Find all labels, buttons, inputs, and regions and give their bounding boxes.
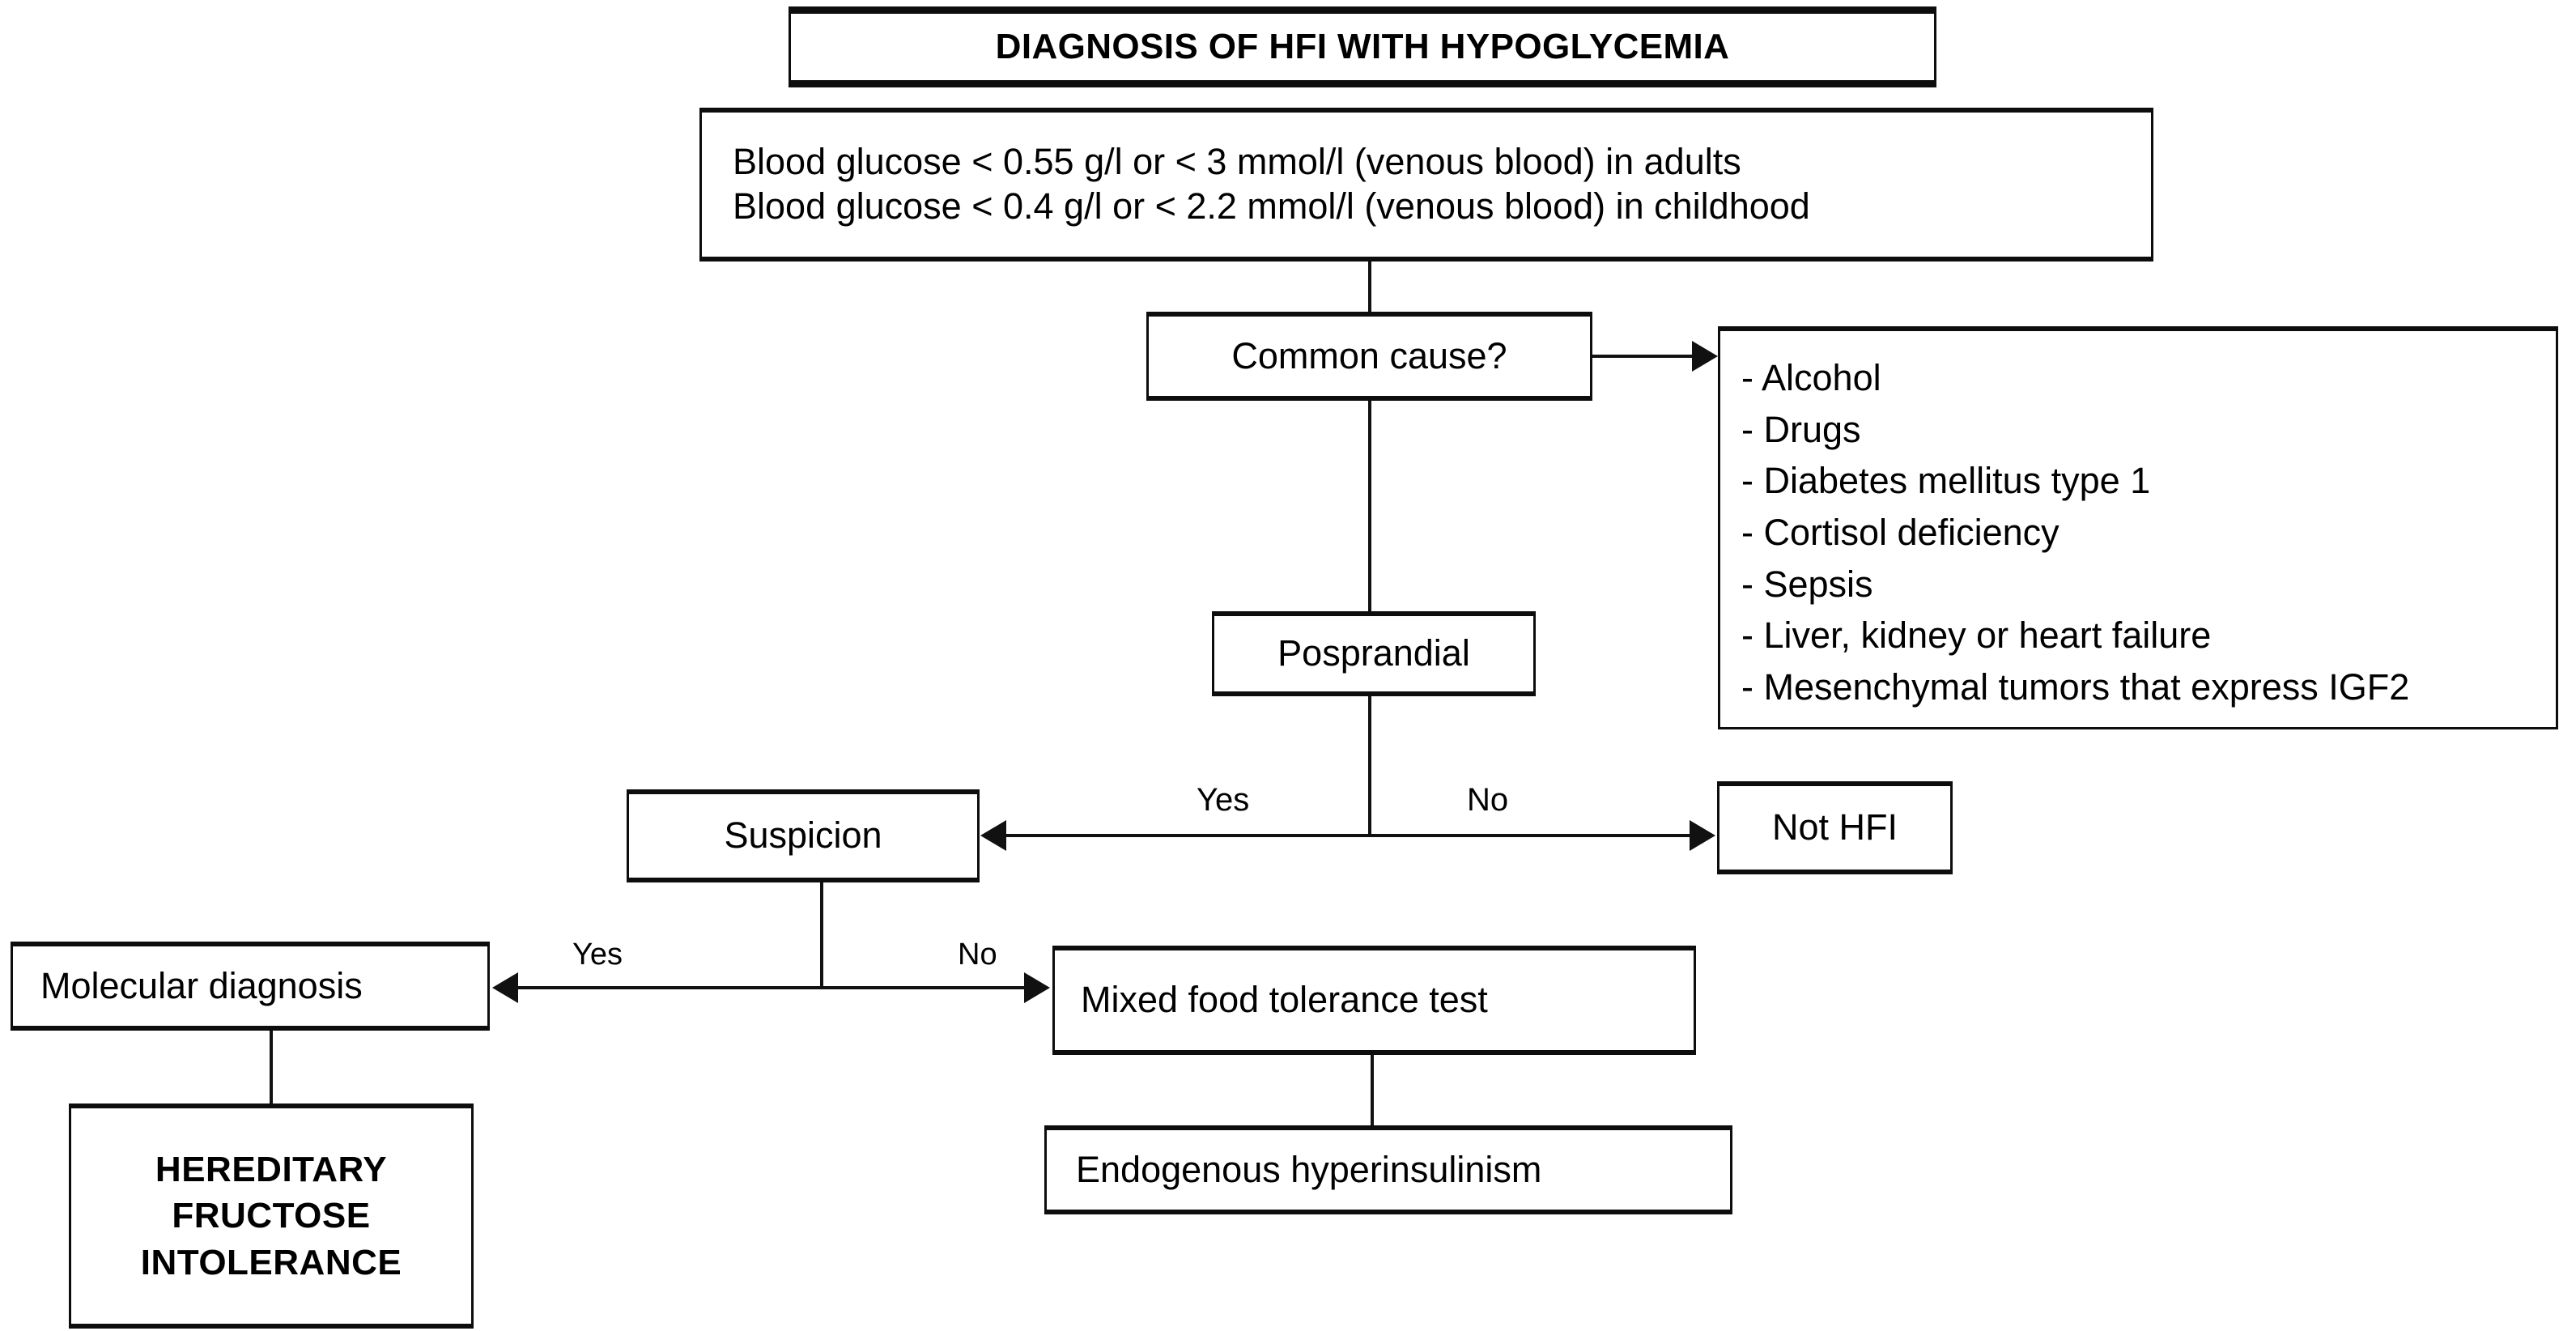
final-diagnosis-box: HEREDITARY FRUCTOSE INTOLERANCE	[69, 1103, 474, 1329]
edge-label-suspicion-yes: Yes	[572, 938, 623, 972]
mixed-food-test-label: Mixed food tolerance test	[1081, 979, 1488, 1021]
list-item: - Alcohol	[1741, 357, 1881, 398]
molecular-diagnosis-box: Molecular diagnosis	[11, 942, 490, 1031]
arrowhead-to-mixed-food-test	[1024, 972, 1050, 1003]
not-hfi-box: Not HFI	[1717, 781, 1953, 874]
list-item: - Liver, kidney or heart failure	[1741, 614, 2212, 657]
arrowhead-to-molecular-diagnosis	[492, 972, 518, 1003]
connector-molecular-mixedfood	[518, 986, 1025, 989]
title-box: DIAGNOSIS OF HFI WITH HYPOGLYCEMIA	[789, 6, 1936, 87]
common-cause-label: Common cause?	[1231, 334, 1507, 376]
suspicion-label: Suspicion	[724, 814, 882, 857]
list-item: - Drugs	[1741, 408, 1861, 450]
endogenous-hyperinsulinism-label: Endogenous hyperinsulinism	[1076, 1148, 1542, 1190]
connector-mixedfood-to-endogenous	[1371, 1055, 1374, 1128]
connector-common-cause-to-causes	[1592, 355, 1694, 358]
edge-label-posprandial-yes: Yes	[1197, 782, 1250, 818]
criteria-text: Blood glucose < 0.55 g/l or < 3 mmol/l (…	[733, 141, 1810, 227]
list-item: - Cortisol deficiency	[1741, 512, 2060, 554]
common-causes-box: - Alcohol - Drugs - Diabetes mellitus ty…	[1718, 326, 2558, 729]
final-diagnosis-label: HEREDITARY FRUCTOSE INTOLERANCE	[140, 1150, 402, 1282]
connector-suspicion-to-junction	[820, 882, 823, 988]
arrowhead-to-causes	[1692, 341, 1718, 372]
posprandial-label: Posprandial	[1277, 632, 1470, 674]
connector-molecular-to-final	[270, 1031, 273, 1103]
common-causes-list: - Alcohol - Drugs - Diabetes mellitus ty…	[1741, 352, 2538, 713]
connector-suspicion-not-hfi	[1006, 834, 1691, 837]
suspicion-box: Suspicion	[627, 789, 980, 882]
common-cause-box: Common cause?	[1146, 312, 1592, 401]
connector-posprandial-to-junction	[1368, 696, 1371, 836]
mixed-food-test-box: Mixed food tolerance test	[1052, 946, 1696, 1055]
list-item: - Sepsis	[1741, 563, 1873, 605]
list-item: - Diabetes mellitus type 1	[1741, 460, 2151, 502]
edge-label-suspicion-no: No	[958, 938, 997, 972]
connector-criteria-to-common-cause	[1368, 262, 1371, 312]
arrowhead-to-suspicion	[980, 820, 1006, 851]
connector-common-cause-to-posprandial	[1368, 401, 1371, 611]
page-title: DIAGNOSIS OF HFI WITH HYPOGLYCEMIA	[995, 27, 1730, 67]
list-item: - Mesenchymal tumors that express IGF2	[1741, 666, 2410, 708]
arrowhead-to-not-hfi	[1690, 820, 1715, 851]
criteria-box: Blood glucose < 0.55 g/l or < 3 mmol/l (…	[699, 108, 2153, 262]
molecular-diagnosis-label: Molecular diagnosis	[40, 964, 363, 1006]
not-hfi-label: Not HFI	[1771, 806, 1898, 848]
posprandial-box: Posprandial	[1212, 611, 1536, 696]
edge-label-posprandial-no: No	[1467, 782, 1509, 818]
endogenous-hyperinsulinism-box: Endogenous hyperinsulinism	[1044, 1125, 1732, 1214]
